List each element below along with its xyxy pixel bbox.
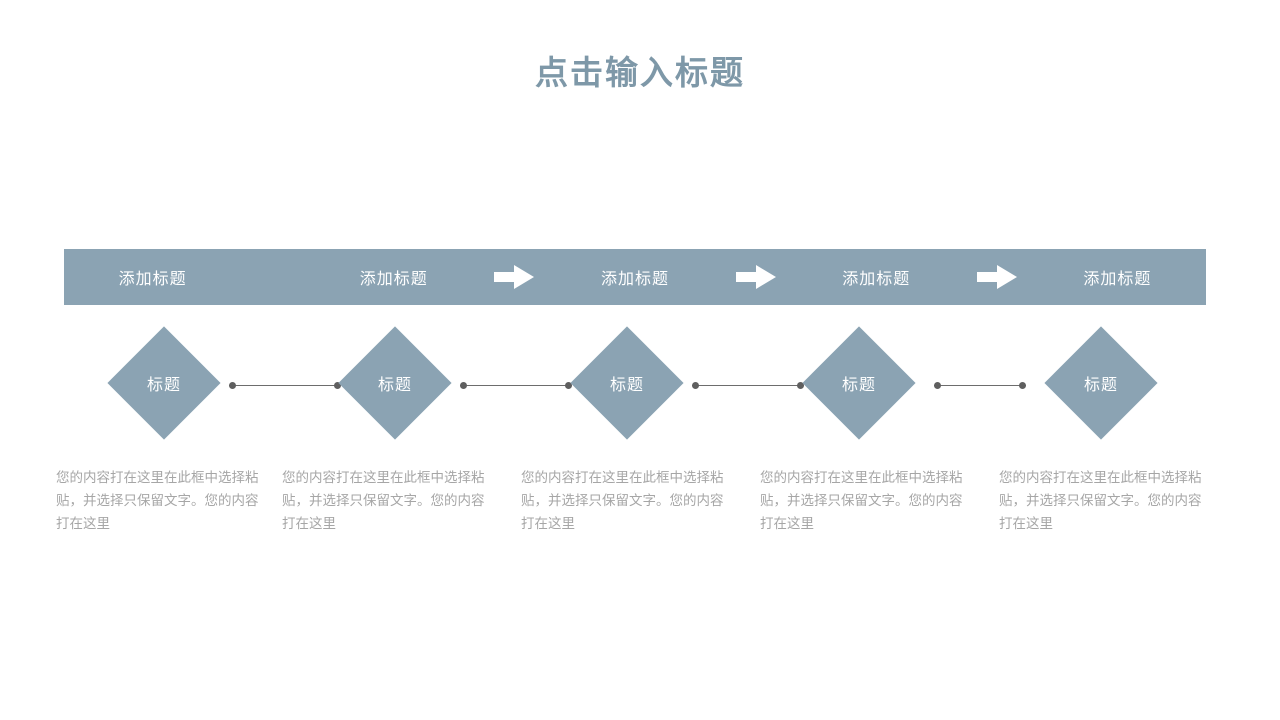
connector-dot-right xyxy=(334,382,341,389)
step-description-1: 您的内容打在这里在此框中选择粘贴，并选择只保留文字。您的内容打在这里 xyxy=(56,470,259,531)
banner-item-5[interactable]: 添加标题 xyxy=(1029,249,1206,305)
arrow-right-icon xyxy=(976,265,1017,289)
diamond-step-4[interactable]: 标题 xyxy=(802,326,916,440)
banner-label: 添加标题 xyxy=(601,271,670,288)
diamond-step-row: 标题 标题 标题 标题 xyxy=(64,326,1206,440)
diamond-step-2[interactable]: 标题 xyxy=(338,326,452,440)
connector-line xyxy=(934,385,1026,386)
diamond-label: 标题 xyxy=(146,377,181,394)
banner-arrow-slot-1 xyxy=(241,249,305,305)
diamond-label: 标题 xyxy=(377,377,412,394)
banner-label: 添加标题 xyxy=(842,271,911,288)
banner-item-1[interactable]: 添加标题 xyxy=(64,249,241,305)
page-title: 点击输入标题 xyxy=(535,54,745,91)
connector-dot-left xyxy=(229,382,236,389)
diamond-label: 标题 xyxy=(841,377,876,394)
connector-4 xyxy=(934,382,1026,389)
step-description-4: 您的内容打在这里在此框中选择粘贴，并选择只保留文字。您的内容打在这里 xyxy=(760,470,963,531)
banner-label: 添加标题 xyxy=(118,271,187,288)
connector-dot-left xyxy=(934,382,941,389)
diamond-step-5[interactable]: 标题 xyxy=(1044,326,1158,440)
connector-3 xyxy=(692,382,804,389)
banner-item-2[interactable]: 添加标题 xyxy=(305,249,482,305)
description-row: 您的内容打在这里在此框中选择粘贴，并选择只保留文字。您的内容打在这里 您的内容打… xyxy=(0,466,1280,556)
banner-label: 添加标题 xyxy=(359,271,428,288)
step-description-3: 您的内容打在这里在此框中选择粘贴，并选择只保留文字。您的内容打在这里 xyxy=(521,470,724,531)
diamond-label: 标题 xyxy=(1083,377,1118,394)
connector-line xyxy=(229,385,341,386)
process-banner: 添加标题 添加标题 添加标题 添加标题 添加标题 xyxy=(64,249,1206,305)
connector-line xyxy=(460,385,572,386)
banner-arrow-slot-4 xyxy=(965,249,1029,305)
connector-dot-right xyxy=(565,382,572,389)
banner-arrow-slot-2 xyxy=(482,249,546,305)
banner-item-4[interactable]: 添加标题 xyxy=(788,249,965,305)
connector-1 xyxy=(229,382,341,389)
diamond-step-1[interactable]: 标题 xyxy=(107,326,221,440)
diamond-label: 标题 xyxy=(609,377,644,394)
connector-line xyxy=(692,385,804,386)
banner-arrow-slot-3 xyxy=(724,249,788,305)
arrow-right-icon xyxy=(494,265,535,289)
diamond-step-3[interactable]: 标题 xyxy=(570,326,684,440)
banner-item-3[interactable]: 添加标题 xyxy=(546,249,723,305)
arrow-right-icon xyxy=(735,265,776,289)
connector-dot-right xyxy=(797,382,804,389)
step-description-5: 您的内容打在这里在此框中选择粘贴，并选择只保留文字。您的内容打在这里 xyxy=(999,470,1202,531)
connector-dot-left xyxy=(460,382,467,389)
connector-dot-right xyxy=(1019,382,1026,389)
connector-2 xyxy=(460,382,572,389)
connector-dot-left xyxy=(692,382,699,389)
step-description-2: 您的内容打在这里在此框中选择粘贴，并选择只保留文字。您的内容打在这里 xyxy=(282,470,485,531)
banner-label: 添加标题 xyxy=(1083,271,1152,288)
